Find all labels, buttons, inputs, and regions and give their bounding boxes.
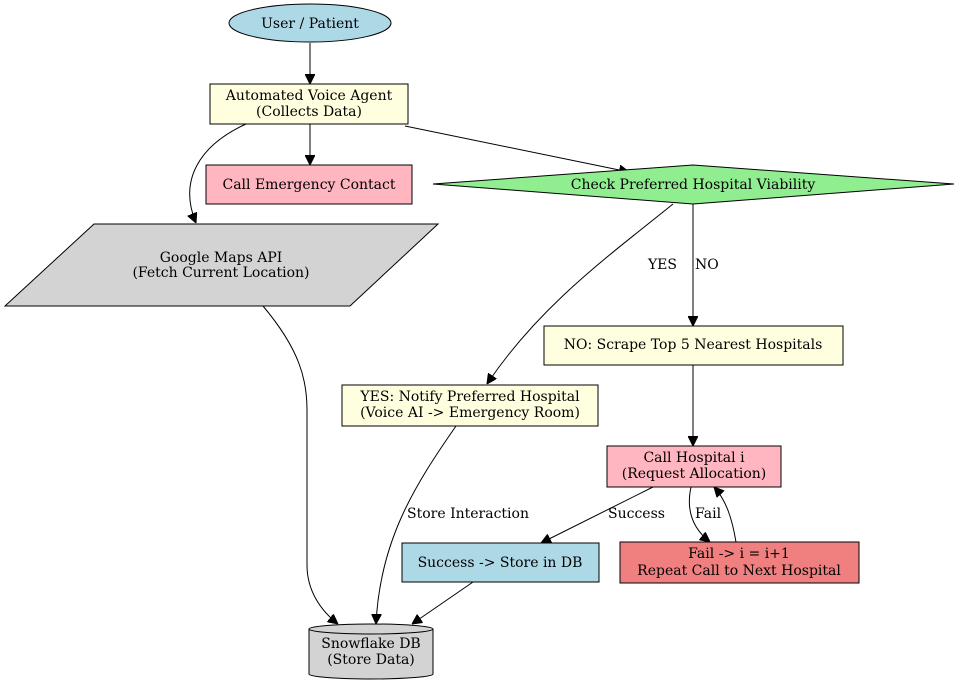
node-voice-agent-shape: [209, 83, 409, 125]
edge-call-hospital-to-store-db: [541, 486, 654, 543]
node-scrape: NO: Scrape Top 5 Nearest Hospitals: [543, 325, 844, 366]
edge-label-success: Success: [608, 506, 665, 522]
node-user-shape: [228, 3, 392, 43]
node-fail-retry-shape: [619, 541, 860, 584]
node-snowflake-rim: [308, 628, 434, 635]
node-notify-line-1: YES: Notify Preferred Hospital: [359, 389, 580, 405]
edge-notify-to-snowflake: [376, 425, 457, 624]
node-emergency-contact-label: Call Emergency Contact: [223, 177, 396, 193]
node-user-label: User / Patient: [261, 16, 359, 32]
node-check-hospital-shape: [432, 164, 955, 205]
node-google-maps-line-1: Google Maps API: [160, 250, 283, 266]
edge-store-db-to-snowflake: [412, 581, 474, 624]
node-call-hospital: Call Hospital i (Request Allocation): [606, 445, 782, 488]
node-store-db: Success -> Store in DB: [401, 542, 600, 583]
node-notify: YES: Notify Preferred Hospital (Voice AI…: [341, 384, 599, 427]
edges: [190, 43, 737, 624]
edge-labels: YES NO Store Interaction Success Fail: [407, 257, 722, 522]
node-google-maps-line-2: (Fetch Current Location): [132, 265, 309, 281]
edge-voice-agent-to-check-hospital: [404, 125, 629, 172]
node-google-maps-shape: [3, 223, 440, 307]
node-snowflake: Snowflake DB (Store Data): [308, 623, 434, 680]
node-check-hospital-label: Check Preferred Hospital Viability: [571, 177, 816, 193]
node-user: User / Patient: [228, 3, 392, 43]
node-snowflake-line-1: Snowflake DB: [321, 636, 420, 652]
node-fail-retry: Fail -> i = i+1 Repeat Call to Next Hosp…: [619, 541, 860, 584]
edge-label-store-interaction: Store Interaction: [407, 506, 529, 522]
node-voice-agent-line-1: Automated Voice Agent: [225, 88, 393, 104]
node-snowflake-shape: [308, 623, 434, 680]
node-call-hospital-shape: [606, 445, 782, 488]
node-scrape-label: NO: Scrape Top 5 Nearest Hospitals: [564, 337, 823, 353]
node-fail-retry-line-1: Fail -> i = i+1: [688, 546, 790, 562]
node-call-hospital-line-1: Call Hospital i: [643, 450, 745, 466]
node-store-db-label: Success -> Store in DB: [418, 555, 583, 571]
edge-google-maps-to-snowflake: [262, 305, 338, 624]
node-emergency-contact: Call Emergency Contact: [205, 164, 413, 205]
edge-check-hospital-to-notify: [487, 203, 674, 384]
node-emergency-contact-shape: [205, 164, 413, 205]
node-voice-agent-line-2: (Collects Data): [256, 104, 362, 120]
node-voice-agent: Automated Voice Agent (Collects Data): [209, 83, 409, 125]
node-scrape-shape: [543, 325, 844, 366]
edge-call-hospital-to-fail-retry: [688, 486, 710, 542]
edge-fail-retry-to-call-hospital: [714, 487, 737, 543]
edge-label-fail: Fail: [695, 506, 722, 522]
node-notify-line-2: (Voice AI -> Emergency Room): [360, 405, 580, 421]
node-google-maps: Google Maps API (Fetch Current Location): [3, 223, 440, 307]
edge-label-no: NO: [695, 257, 719, 273]
node-check-hospital: Check Preferred Hospital Viability: [432, 164, 955, 205]
node-notify-shape: [341, 384, 599, 427]
node-snowflake-line-2: (Store Data): [327, 652, 415, 668]
node-fail-retry-line-2: Repeat Call to Next Hospital: [637, 563, 841, 579]
edge-voice-agent-to-google-maps: [190, 123, 247, 223]
edge-label-yes: YES: [647, 257, 677, 273]
node-call-hospital-line-2: (Request Allocation): [622, 466, 767, 482]
node-store-db-shape: [401, 542, 600, 583]
